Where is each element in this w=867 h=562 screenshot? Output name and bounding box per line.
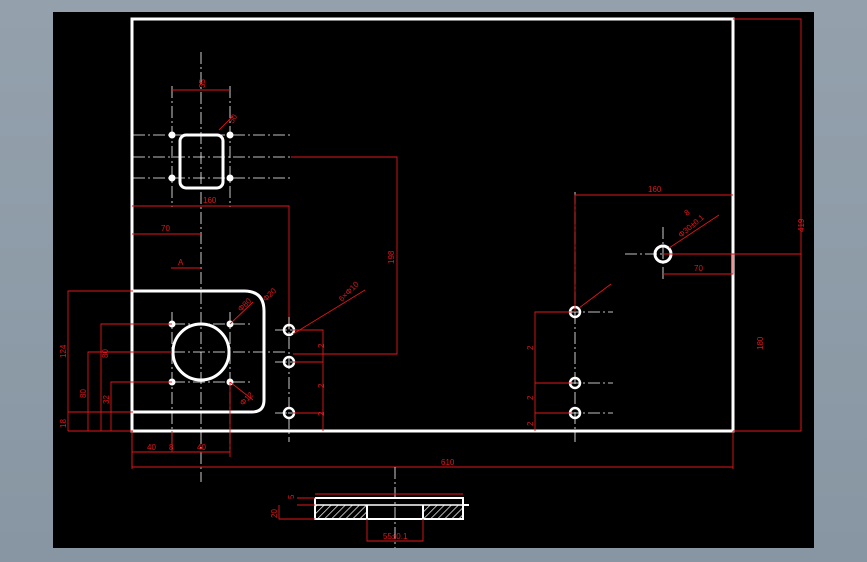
dim-2c: 2 — [317, 411, 326, 416]
dim-phi80: Φ80 — [236, 296, 254, 314]
dim-18: 18 — [59, 419, 68, 428]
phi30-hole-group — [625, 214, 802, 432]
dim-2b: 2 — [317, 383, 326, 388]
dim-610: 610 — [441, 458, 455, 467]
dim-5: 5 — [287, 494, 296, 499]
dim-70-left: 70 — [161, 224, 170, 233]
plate-outline — [130, 17, 735, 433]
dim-8: 8 — [169, 443, 174, 452]
dim-124: 124 — [59, 344, 68, 358]
motor-mount-group — [67, 289, 285, 467]
dim-2a: 2 — [317, 343, 326, 348]
hole-column-right — [534, 192, 733, 442]
cad-drawing-canvas[interactable]: 35 50 198 160 70 A Φ20 Φ80 Φ12 1 — [53, 12, 814, 548]
square-hole — [178, 133, 225, 190]
dim-40-mid: 40 — [197, 443, 206, 452]
dim-2f: 2 — [526, 421, 535, 426]
dim-198: 198 — [387, 250, 396, 264]
dim-70-right: 70 — [694, 264, 703, 273]
mount-cutout — [133, 289, 266, 414]
hole-column-left — [275, 289, 366, 442]
dim-20: 20 — [270, 509, 279, 518]
dim-2d: 2 — [526, 345, 535, 350]
dim-80-inner: 80 — [101, 349, 110, 358]
section-view — [278, 493, 469, 542]
dim-40-left: 40 — [147, 443, 156, 452]
dim-55: 55±0.1 — [383, 532, 408, 541]
view-label-a: A — [178, 258, 184, 267]
technical-drawing: 35 50 198 160 70 A Φ20 Φ80 Φ12 1 — [59, 17, 806, 548]
dim-80-outer: 80 — [79, 389, 88, 398]
dim-square-size: 50 — [227, 112, 240, 125]
dim-180: 180 — [756, 336, 765, 350]
dim-2e: 2 — [526, 395, 535, 400]
dim-phi20: Φ20 — [261, 286, 279, 304]
dim-phi12: Φ12 — [238, 390, 256, 408]
dim-160-right: 160 — [648, 185, 662, 194]
dim-8-right: 8 — [683, 207, 693, 217]
dim-32: 32 — [102, 395, 111, 404]
dim-160-left: 160 — [203, 196, 217, 205]
dim-419: 419 — [797, 218, 806, 232]
dim-top-hole-spacing: 35 — [198, 79, 207, 88]
square-hole-group — [133, 52, 291, 482]
